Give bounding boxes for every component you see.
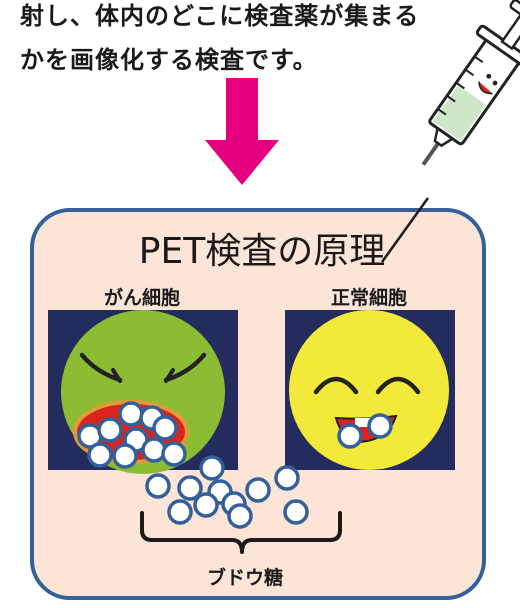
diagram-title: PET検査の原理 — [139, 231, 385, 272]
glucose-brace — [140, 511, 342, 554]
normal-cell — [285, 310, 455, 470]
glucose-molecule — [112, 443, 138, 469]
glucose-molecule — [337, 423, 363, 449]
glucose-molecule — [145, 473, 171, 499]
glucose-molecules — [77, 401, 393, 529]
intro-text-line-2: かを画像化する検査です。 — [20, 46, 318, 74]
glucose-molecule — [367, 413, 393, 439]
glucose-molecule — [274, 465, 300, 491]
syringe-icon — [421, 0, 520, 166]
glucose-molecule — [167, 499, 193, 525]
down-arrow-icon — [205, 78, 279, 185]
glucose-molecule — [141, 437, 167, 463]
glucose-molecule — [193, 492, 219, 518]
glucose-molecule — [87, 442, 113, 468]
glucose-molecule — [97, 417, 123, 443]
glucose-molecule — [118, 401, 144, 427]
diagram-panel — [30, 208, 486, 600]
glucose-molecule — [227, 503, 253, 529]
glucose-molecule — [161, 441, 187, 467]
glucose-molecule — [199, 455, 225, 481]
glucose-molecule — [245, 477, 271, 503]
cancer-cell-label: がん細胞 — [104, 286, 180, 309]
normal-cell-label: 正常細胞 — [331, 286, 407, 309]
glucose-molecule — [152, 415, 178, 441]
syringe-needle — [380, 197, 430, 263]
glucose-label: ブドウ糖 — [207, 566, 283, 589]
glucose-molecule — [177, 475, 203, 501]
glucose-molecule — [283, 499, 309, 525]
intro-text-line-1: 射し、体内のどこに検査薬が集まる — [20, 2, 420, 30]
